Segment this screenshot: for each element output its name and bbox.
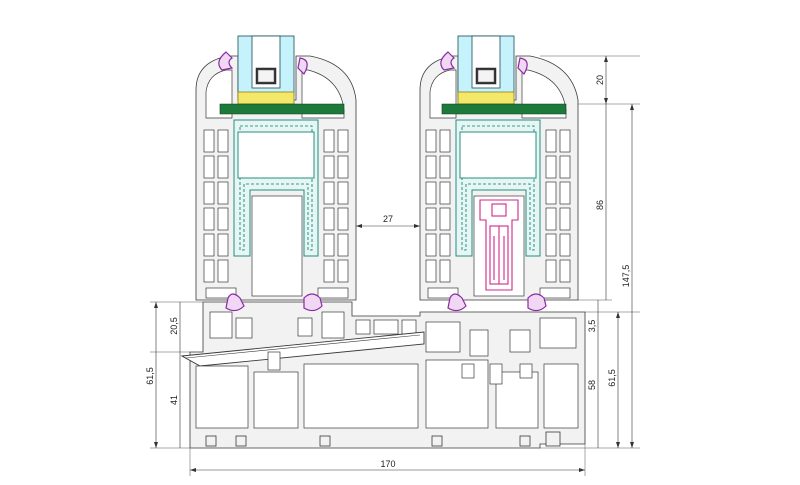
dim-frame-height-left: 61,5 — [145, 367, 155, 385]
dimension-labels: 20 86 147,5 3,5 58 61,5 20,5 41 61,5 27 … — [145, 75, 631, 469]
dim-frame-sill-left: 41 — [169, 395, 179, 405]
dimension-lines — [150, 55, 640, 476]
dim-total-height: 147,5 — [621, 265, 631, 288]
left-glazing-block — [219, 103, 345, 115]
dim-glass-bead: 20 — [595, 75, 605, 85]
right-sash-profile — [419, 35, 579, 312]
dim-sash-height: 86 — [595, 200, 605, 210]
dim-frame-inner-right: 58 — [587, 380, 597, 390]
dim-frame-top-left: 20,5 — [169, 317, 179, 335]
left-sash-profile — [195, 35, 357, 312]
dim-overall-width: 170 — [380, 459, 395, 469]
right-glazing-block — [441, 103, 567, 115]
dim-frame-height-right: 61,5 — [607, 369, 617, 387]
dim-overlap: 3,5 — [587, 320, 597, 333]
dim-gap-between-sashes: 27 — [383, 214, 393, 224]
lock-mechanism — [479, 199, 519, 291]
frame-profile — [180, 301, 586, 449]
